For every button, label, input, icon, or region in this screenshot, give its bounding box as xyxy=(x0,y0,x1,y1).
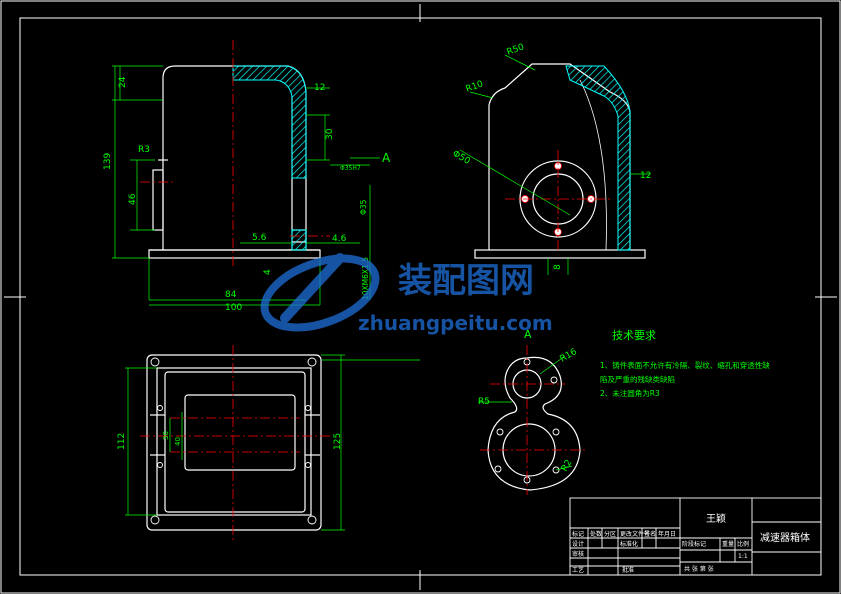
top-40: 40 xyxy=(174,437,182,446)
tb-design: 设计 xyxy=(572,540,584,548)
dim-139: 139 xyxy=(103,153,113,170)
tb-count: 处数 xyxy=(590,530,602,538)
top-112: 112 xyxy=(117,433,127,450)
tb-date: 年月日 xyxy=(658,530,676,538)
dim-30: 30 xyxy=(325,128,335,140)
title-block: 标记 处数 分区 更改文件号 签名 年月日 设计 标准化 审核 工艺 批准 阶段… xyxy=(569,497,822,576)
tech-line-1: 1、铸件表面不允许有冷隔、裂纹、缩孔和穿透性缺 xyxy=(600,360,770,370)
dim-5-6: 5.6 xyxy=(252,233,267,243)
section-a-view: A R16 R5 R2 xyxy=(478,328,585,495)
front-hatch-boss xyxy=(291,229,307,251)
tech-line-3: 2、未注圆角为R3 xyxy=(600,388,660,398)
tb-process: 工艺 xyxy=(572,566,584,574)
dim-84: 84 xyxy=(225,290,237,300)
tb-zone: 分区 xyxy=(604,530,616,538)
designer-name: 王颖 xyxy=(706,512,726,525)
tech-title: 技术要求 xyxy=(612,329,656,342)
dim-4-6: 4.6 xyxy=(332,234,347,244)
side-12: 12 xyxy=(640,171,651,181)
watermark: 装配图网 zhuangpeitu.com xyxy=(260,253,553,335)
dim-ra: Φ35H7 xyxy=(340,165,361,172)
tb-standard: 标准化 xyxy=(620,540,638,548)
tb-stage: 阶段标记 xyxy=(682,540,706,548)
tb-review: 审核 xyxy=(572,550,584,558)
tb-approve: 批准 xyxy=(622,566,634,574)
tb-scale: 比例 xyxy=(737,540,749,548)
dim-bore: Φ35 xyxy=(359,199,368,215)
dim-46: 46 xyxy=(128,193,138,205)
top-view: 112 125 30 40 xyxy=(117,345,420,540)
front-view: 24 139 46 R3 12 30 5.6 4.6 4 84 100 10XM… xyxy=(103,40,391,313)
tb-scale-val: 1:1 xyxy=(738,553,748,560)
front-hatch-top xyxy=(232,65,307,179)
side-view: R10 R50 Φ50 12 8 xyxy=(451,42,651,275)
side-phi: Φ50 xyxy=(451,149,472,167)
dim-r3: R3 xyxy=(138,145,150,155)
section-label-a2: A xyxy=(524,328,532,341)
tech-line-2: 陷及严重的残缺类缺陷 xyxy=(600,374,675,384)
side-r50: R50 xyxy=(506,42,526,58)
sec-r16: R16 xyxy=(559,347,580,365)
section-label-a: A xyxy=(382,151,391,165)
part-name: 减速器箱体 xyxy=(760,531,810,544)
tb-weight: 重量 xyxy=(722,540,734,548)
tb-sign: 签名 xyxy=(644,530,656,538)
tb-sheets: 共 张 第 张 xyxy=(684,565,714,573)
side-hatch xyxy=(565,65,631,251)
dim-4: 4 xyxy=(263,269,273,275)
watermark-cn: 装配图网 xyxy=(398,261,534,301)
top-125: 125 xyxy=(333,433,343,450)
dim-100: 100 xyxy=(225,303,242,313)
dim-12: 12 xyxy=(314,83,325,93)
watermark-url: zhuangpeitu.com xyxy=(358,311,553,335)
dim-24: 24 xyxy=(118,76,128,88)
tb-change: 更改文件号 xyxy=(620,530,650,538)
tb-mark: 标记 xyxy=(572,530,584,538)
top-30: 30 xyxy=(162,431,170,440)
side-8: 8 xyxy=(553,264,563,270)
side-r10-top: R10 xyxy=(465,79,485,95)
dim-thread: 10XM6X1.5 xyxy=(361,257,370,300)
tech-requirements: 技术要求 1、铸件表面不允许有冷隔、裂纹、缩孔和穿透性缺 陷及严重的残缺类缺陷 … xyxy=(600,329,770,398)
sec-r5: R5 xyxy=(478,397,490,407)
